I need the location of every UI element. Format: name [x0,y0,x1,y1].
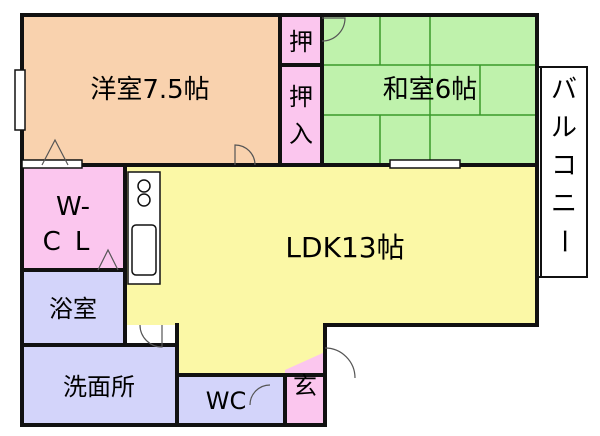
entrance-area [285,375,325,425]
oshi-mid-closet-area [280,65,322,165]
wcl-label-line1: W- [56,192,90,222]
entrance-label: 玄 [293,372,317,400]
wcl-closet-area [22,165,125,270]
washroom-label: 洗面所 [63,373,135,401]
japanese-room-label: 和室6帖 [383,75,478,105]
bath-label: 浴室 [49,295,97,323]
balcony-label-char: バ [551,75,577,105]
windows [14,69,461,169]
kitchen-counter [127,171,161,285]
ldk-area [125,165,537,325]
oshi-top-label: 押 [289,28,313,56]
door-swings [41,17,356,406]
ldk-label: LDK13帖 [285,231,404,264]
oshi-mid-label-1: 押 [289,83,313,111]
western-room-label: 洋室7.5帖 [90,75,209,105]
balcony-label-char: ニ [551,189,577,219]
balcony-label-char: コ [551,151,577,181]
balcony-area [537,67,587,277]
washroom-area [22,345,177,425]
balcony-label-char: ー [548,228,578,254]
balcony-outline [537,66,588,278]
entrance-step-area [285,352,325,375]
wc-area [177,375,285,425]
wc-label: WC [206,387,247,415]
balcony-label-char: ル [551,113,577,143]
wcl-label-line2: CL [43,227,104,257]
oshi-mid-label-2: 入 [289,120,313,148]
oshi-top-closet-area [280,15,322,65]
bath-area [22,270,125,345]
tatami-lines [322,15,537,165]
western-room-area [22,15,280,165]
